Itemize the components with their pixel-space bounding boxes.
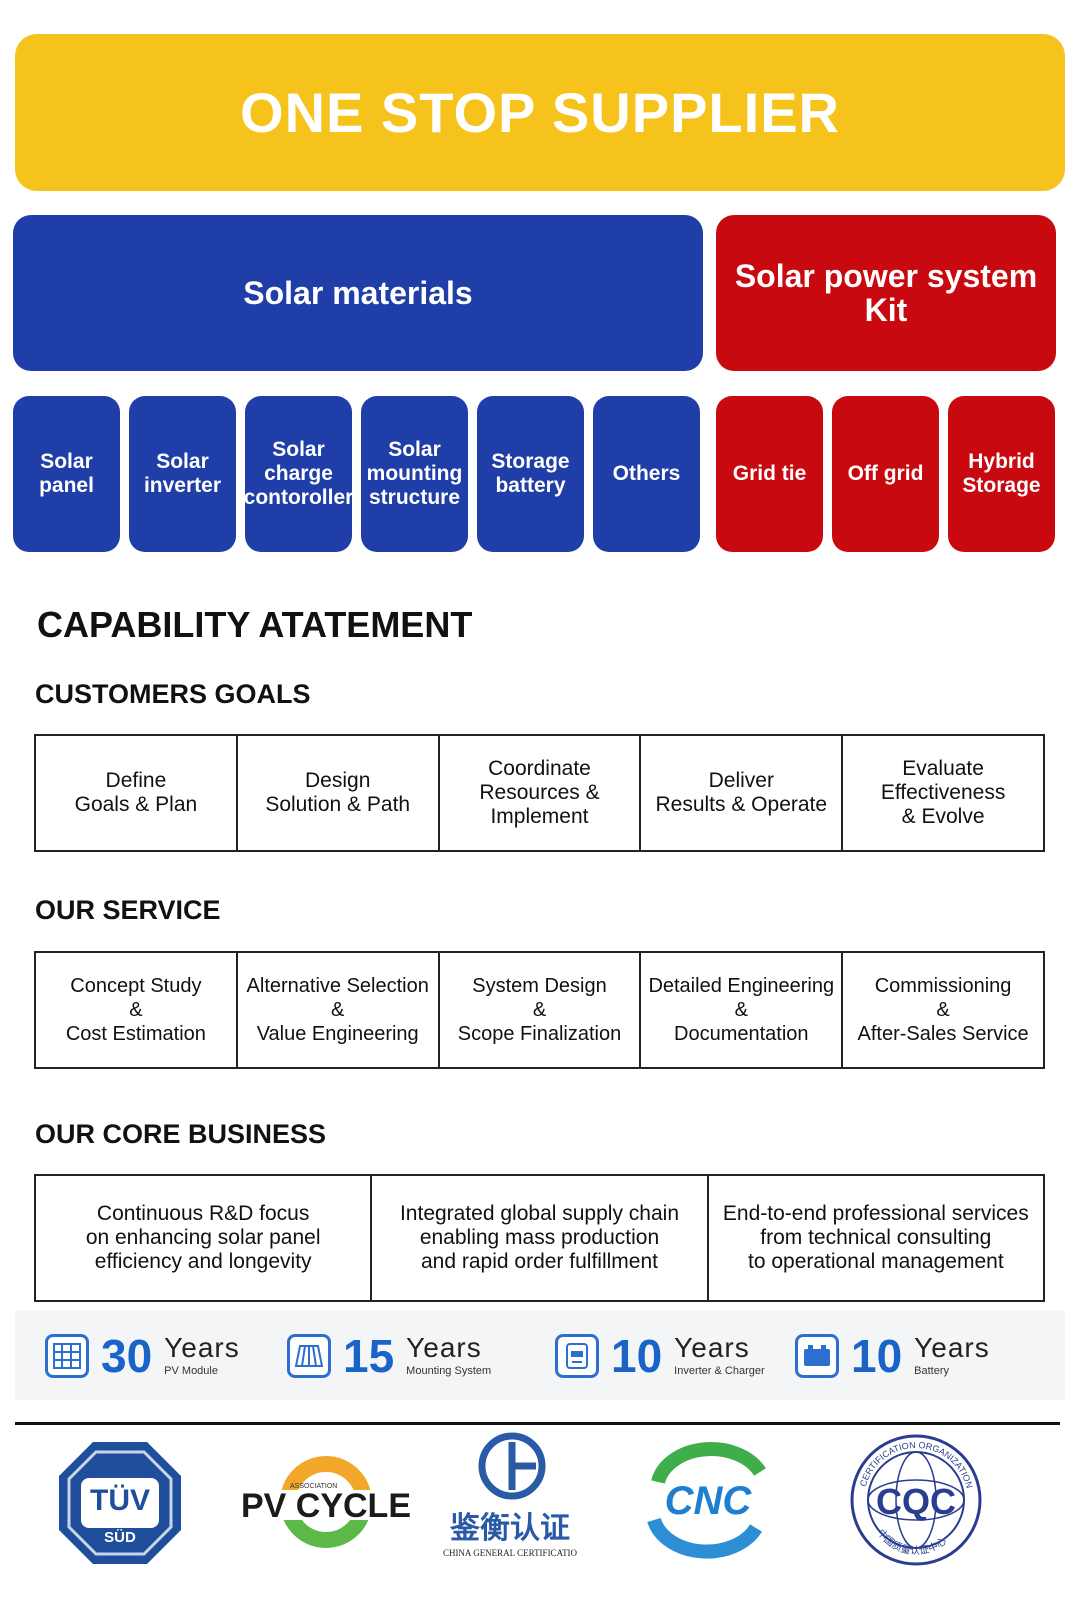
our-service-heading: OUR SERVICE xyxy=(35,895,221,925)
warranty-mounting: 15 Years Mounting System xyxy=(287,1328,491,1384)
warranty-strip: 30 Years PV Module 15 Years Mounting Sys… xyxy=(15,1310,1065,1400)
warranty-number: 10 xyxy=(611,1330,663,1382)
goal-cell: Design Solution & Path xyxy=(235,736,438,850)
goal-cell: Deliver Results & Operate xyxy=(639,736,841,850)
tile-others[interactable]: Others xyxy=(593,396,700,552)
warranty-battery: 10 Years Battery xyxy=(795,1328,990,1384)
core-business-grid: Continuous R&D focus on enhancing solar … xyxy=(34,1174,1045,1302)
tile-solar-inverter[interactable]: Solar inverter xyxy=(129,396,236,552)
tuv-text: TÜV xyxy=(90,1484,150,1517)
section-divider xyxy=(15,1422,1060,1425)
tile-solar-panel[interactable]: Solar panel xyxy=(13,396,120,552)
warranty-inverter: 10 Years Inverter & Charger xyxy=(555,1328,765,1384)
warranty-label: PV Module xyxy=(164,1365,218,1377)
tile-label: Others xyxy=(612,462,681,485)
service-cell: Commissioning & After-Sales Service xyxy=(841,953,1043,1067)
tile-label: Storage battery xyxy=(491,450,570,497)
cqc-logo: CERTIFICATION ORGANIZATION 中国质量认证中心 CQC xyxy=(848,1432,984,1573)
service-cell: System Design & Scope Finalization xyxy=(437,953,640,1067)
tile-label: Grid tie xyxy=(732,462,807,485)
tile-charge-controller[interactable]: Solar charge contoroller xyxy=(243,396,354,552)
cnc-name: CNC xyxy=(665,1479,753,1523)
cnc-logo: CNC xyxy=(628,1432,788,1567)
pvcycle-name: PV CYCLE xyxy=(241,1487,411,1525)
sud-text: SÜD xyxy=(104,1529,136,1546)
core-cell: Continuous R&D focus on enhancing solar … xyxy=(85,1202,321,1273)
tile-mounting-structure[interactable]: Solar mounting structure xyxy=(361,396,468,552)
tile-grid-tie[interactable]: Grid tie xyxy=(716,396,823,552)
battery-icon xyxy=(795,1334,839,1378)
solar-materials-label: Solar materials xyxy=(243,275,473,311)
warranty-label: Inverter & Charger xyxy=(674,1365,765,1377)
service-cell: Detailed Engineering & Documentation xyxy=(639,953,841,1067)
solar-kit-header: Solar power system Kit xyxy=(716,215,1056,371)
inverter-icon xyxy=(555,1334,599,1378)
tile-off-grid[interactable]: Off grid xyxy=(832,396,939,552)
goal-cell: Define Goals & Plan xyxy=(74,769,198,816)
tile-label: Off grid xyxy=(847,462,924,485)
tile-label: Solar inverter xyxy=(143,450,222,497)
warranty-pv-module: 30 Years PV Module xyxy=(45,1328,240,1384)
warranty-number: 10 xyxy=(851,1330,903,1382)
tuv-sud-logo: TÜV SÜD xyxy=(55,1438,185,1573)
warranty-label: Mounting System xyxy=(406,1365,492,1377)
goal-cell: Coordinate Resources & Implement xyxy=(437,736,640,850)
warranty-unit: Years xyxy=(914,1332,990,1363)
tile-label: Solar panel xyxy=(39,450,94,497)
warranty-label: Battery xyxy=(914,1365,950,1377)
our-service-grid: Concept Study & Cost Estimation Alternat… xyxy=(34,951,1045,1069)
core-cell: Integrated global supply chain enabling … xyxy=(370,1176,706,1300)
service-cell: Alternative Selection & Value Engineerin… xyxy=(235,953,438,1067)
pvcycle-small-text: ASSOCIATION xyxy=(290,1483,337,1490)
capability-title: CAPABILITY ATATEMENT xyxy=(37,604,473,645)
warranty-number: 15 xyxy=(343,1330,395,1382)
one-stop-supplier-banner: ONE STOP SUPPLIER xyxy=(15,34,1065,191)
goal-cell: Evaluate Effectiveness & Evolve xyxy=(841,736,1043,850)
warranty-number: 30 xyxy=(101,1330,153,1382)
cgc-english: CHINA GENERAL CERTIFICATIO xyxy=(443,1548,578,1558)
service-cell: Concept Study & Cost Estimation xyxy=(65,975,206,1045)
core-business-heading: OUR CORE BUSINESS xyxy=(35,1119,327,1149)
tile-label: Solar mounting structure xyxy=(366,438,463,509)
solar-kit-label: Solar power system Kit xyxy=(734,258,1038,328)
cgc-chinese: 鉴衡认证 xyxy=(449,1511,570,1546)
cgc-logo: 鉴衡认证 CHINA GENERAL CERTIFICATIO xyxy=(440,1428,590,1573)
warranty-unit: Years xyxy=(674,1332,750,1363)
customers-goals-heading: CUSTOMERS GOALS xyxy=(35,679,311,709)
mounting-icon xyxy=(287,1334,331,1378)
tile-hybrid-storage[interactable]: Hybrid Storage xyxy=(948,396,1055,552)
customers-goals-grid: Define Goals & Plan Design Solution & Pa… xyxy=(34,734,1045,852)
tile-storage-battery[interactable]: Storage battery xyxy=(477,396,584,552)
warranty-unit: Years xyxy=(406,1332,482,1363)
cqc-ring-bottom: 中国质量认证中心 xyxy=(875,1527,949,1558)
tile-label: Solar charge contoroller xyxy=(243,438,354,509)
pv-cycle-logo: ASSOCIATION PV CYCLE xyxy=(228,1440,424,1569)
cqc-name: CQC xyxy=(876,1481,956,1522)
solar-panel-icon xyxy=(45,1334,89,1378)
core-cell: End-to-end professional services from te… xyxy=(706,1176,1043,1300)
warranty-unit: Years xyxy=(164,1332,240,1363)
svg-text:中国质量认证中心: 中国质量认证中心 xyxy=(875,1527,949,1558)
banner-title: ONE STOP SUPPLIER xyxy=(240,81,840,144)
solar-materials-header: Solar materials xyxy=(13,215,703,371)
tile-label: Hybrid Storage xyxy=(962,450,1041,497)
